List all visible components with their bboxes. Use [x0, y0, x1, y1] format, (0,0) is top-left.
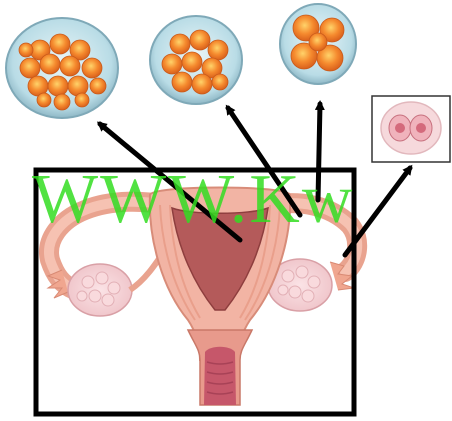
four-cell-embryo [280, 4, 356, 84]
vaginal-canal [204, 347, 236, 405]
morula-large-cell-cluster [6, 18, 118, 118]
two-cell-zygote [372, 96, 450, 162]
morula-cell-cluster [150, 16, 242, 104]
left-ovary [68, 264, 132, 316]
watermark-text: WWW.Kw [32, 161, 354, 238]
